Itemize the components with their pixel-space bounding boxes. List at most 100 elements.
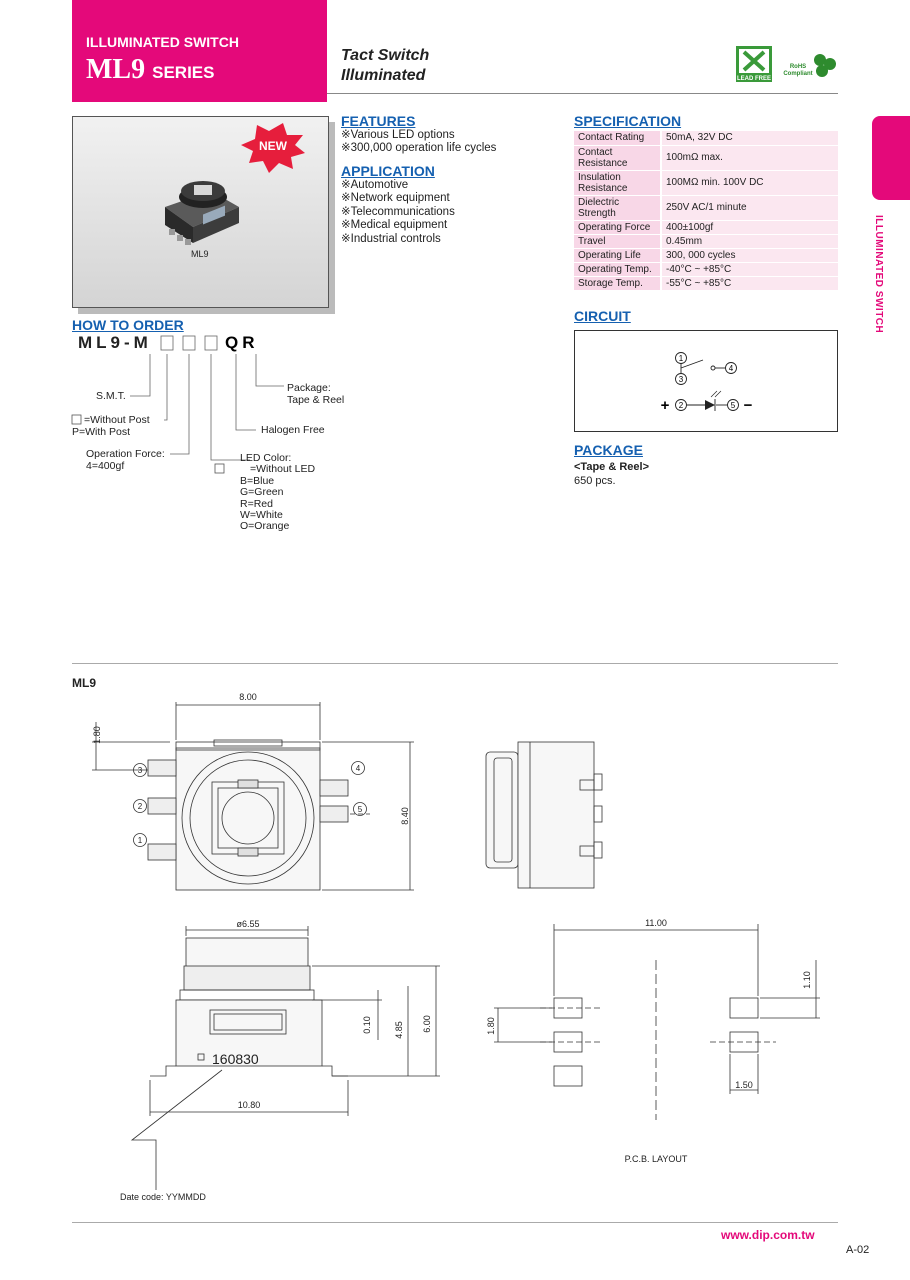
mechanical-drawing: 8.00 1.80 8.40 3 2 1 4 5 ø6.55 0.10 4.85… xyxy=(92,692,820,1202)
minus-sign: − xyxy=(744,397,753,414)
pin-5: 5 xyxy=(731,401,736,410)
spec-value: -40°C ~ +85°C xyxy=(660,262,838,277)
list-item: R=Red xyxy=(240,497,273,510)
features-title: FEATURES xyxy=(341,113,416,129)
series-word: SERIES xyxy=(152,63,215,82)
pcb-width: 11.00 xyxy=(645,918,667,928)
spec-value: 250V AC/1 minute xyxy=(660,195,838,221)
rohs-icon: RoHS Compliant xyxy=(783,54,836,77)
drawing-label: ML9 xyxy=(72,676,96,690)
footer-url[interactable]: www.dip.com.tw xyxy=(721,1228,815,1242)
spec-key: Operating Temp. xyxy=(574,262,661,277)
spec-value: 0.45mm xyxy=(660,234,838,249)
pin-3-label: 3 xyxy=(138,766,143,775)
application-list: ※Automotive ※Network equipment ※Telecomm… xyxy=(341,179,455,246)
new-badge-text: NEW xyxy=(259,139,288,153)
product-photo: NEW ML9 xyxy=(72,116,329,308)
pin-4: 4 xyxy=(729,364,734,373)
lead-free-text: LEAD FREE xyxy=(737,76,771,82)
spec-key: Operating Force xyxy=(574,220,661,235)
pcb-dim-110: 1.10 xyxy=(802,971,812,989)
specification-title: SPECIFICATION xyxy=(574,113,682,129)
spec-key: Operating Life xyxy=(574,248,661,263)
side-tab xyxy=(872,116,910,200)
spec-key: Dielectric Strength xyxy=(574,195,661,221)
circuit-diagram: 1 3 4 2 5 + − xyxy=(661,352,753,414)
footer-rule xyxy=(72,1222,838,1223)
circuit-title: CIRCUIT xyxy=(574,308,631,324)
spec-value: 100MΩ min. 100V DC xyxy=(660,170,838,196)
package-title: PACKAGE xyxy=(574,442,643,458)
dim-010: 0.10 xyxy=(362,1016,372,1034)
dim-bottom-width: 10.80 xyxy=(238,1100,261,1110)
list-item: B=Blue xyxy=(240,474,275,487)
rohs-text-2: Compliant xyxy=(783,71,812,77)
order-halogen: Halogen Free xyxy=(261,424,325,436)
new-badge-icon: NEW xyxy=(241,123,305,173)
list-item: O=Orange xyxy=(240,520,290,533)
compliance-badges: LEAD FREE RoHS Compliant xyxy=(736,46,836,82)
code-box-3 xyxy=(204,335,218,351)
switch-body-icon xyxy=(165,181,239,245)
spec-key: Contact Rating xyxy=(574,131,661,146)
pin-3: 3 xyxy=(679,375,684,384)
date-code-label: Date code: YYMMDD xyxy=(120,1192,206,1202)
pin-2: 2 xyxy=(679,401,684,410)
photo-caption: ML9 xyxy=(191,249,209,259)
order-code-prefix: ML9-M xyxy=(78,333,152,352)
list-item: ※Telecommunications xyxy=(341,205,455,218)
series-title: ML9 SERIES xyxy=(86,54,214,86)
pcb-label: P.C.B. LAYOUT xyxy=(625,1154,688,1164)
application-title: APPLICATION xyxy=(341,163,435,179)
header-banner: ILLUMINATED SWITCH ML9 SERIES xyxy=(72,0,327,102)
switch-render: NEW xyxy=(165,123,305,245)
product-type: Tact Switch Illuminated xyxy=(341,46,429,86)
dim-diameter: ø6.55 xyxy=(236,919,259,929)
order-led-list: LED Color: =Without LED B=Blue G=Green R… xyxy=(240,452,315,533)
lead-free-icon: LEAD FREE xyxy=(736,46,772,82)
spec-key: Insulation Resistance xyxy=(574,170,661,196)
list-item: W=White xyxy=(240,509,283,522)
pcb-dim-150: 1.50 xyxy=(735,1080,753,1090)
dim-485: 4.85 xyxy=(394,1021,404,1039)
spec-key: Contact Resistance xyxy=(574,145,661,171)
plus-sign: + xyxy=(661,397,670,414)
spec-value: 400±100gf xyxy=(660,220,838,235)
category-title: ILLUMINATED SWITCH xyxy=(86,34,239,50)
rohs-text-1: RoHS xyxy=(790,64,806,70)
order-force-1: Operation Force: xyxy=(86,448,165,460)
list-item: ※Automotive xyxy=(341,179,409,191)
pcb-dim-180: 1.80 xyxy=(486,1017,496,1035)
header-rule xyxy=(327,93,838,94)
order-code: ML9-M xyxy=(78,333,152,353)
spec-value: 50mA, 32V DC xyxy=(660,131,838,146)
dim-height: 8.40 xyxy=(400,807,410,825)
list-item: ※Medical equipment xyxy=(341,219,448,232)
pin-1-label: 1 xyxy=(138,836,143,845)
list-item: ※Network equipment xyxy=(341,192,450,205)
code-box-2 xyxy=(182,335,196,351)
table-row: Storage Temp.-55°C ~ +85°C xyxy=(574,276,838,291)
table-row: Operating Temp.-40°C ~ +85°C xyxy=(574,262,838,277)
dim-600: 6.00 xyxy=(422,1015,432,1033)
spec-key: Travel xyxy=(574,234,661,249)
side-tab-label: ILLUMINATED SWITCH xyxy=(873,215,884,334)
spec-value: 300, 000 cycles xyxy=(660,248,838,263)
date-stamp: 160830 xyxy=(212,1051,259,1067)
list-item: ※Industrial controls xyxy=(341,232,441,245)
list-item: ※300,000 operation life cycles xyxy=(341,142,497,155)
drawing-rule xyxy=(72,663,838,664)
spec-key: Storage Temp. xyxy=(574,276,661,291)
spec-value: -55°C ~ +85°C xyxy=(660,276,838,291)
order-post-2: P=With Post xyxy=(72,426,131,438)
spec-value: 100mΩ max. xyxy=(660,145,838,171)
checkbox-icon xyxy=(71,414,82,425)
checkbox-icon xyxy=(214,463,225,474)
pin-5-label: 5 xyxy=(358,805,363,814)
order-code-suffix: QR xyxy=(225,333,259,352)
